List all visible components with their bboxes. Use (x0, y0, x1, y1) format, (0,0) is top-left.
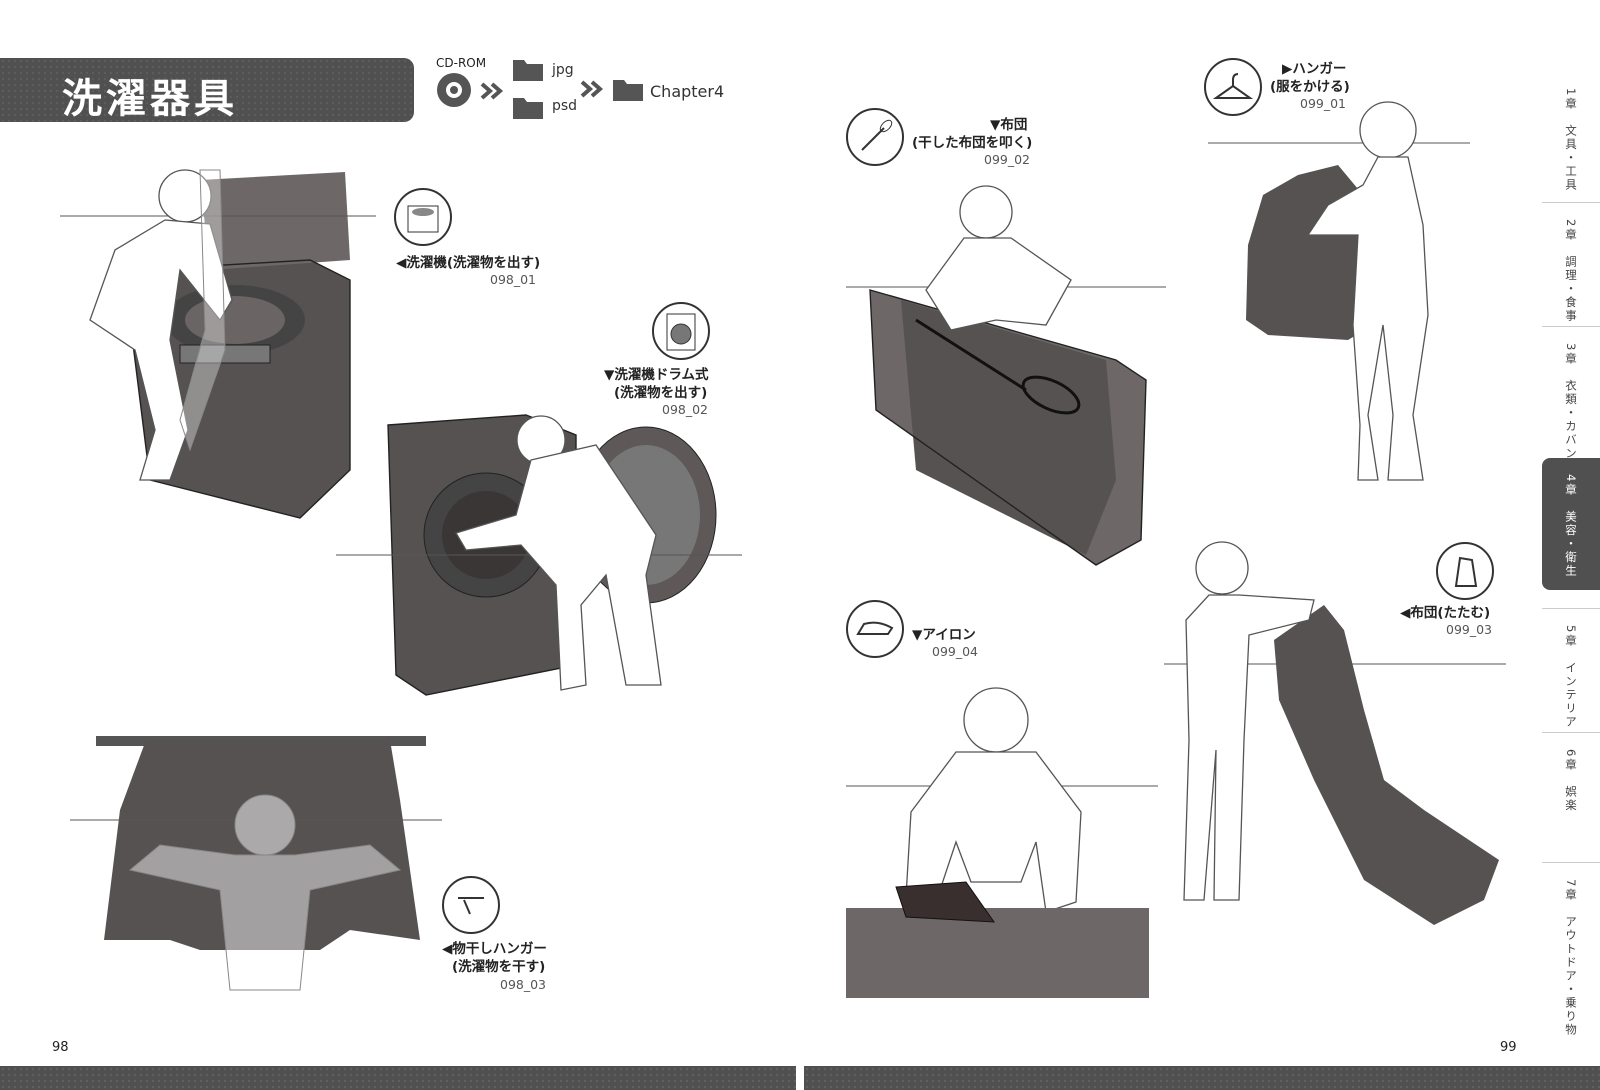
chapter-tab-5[interactable]: 5章 インテリア (1542, 608, 1600, 729)
chapter-num: 7章 (1564, 879, 1578, 902)
page-number-right: 99 (1500, 1040, 1517, 1055)
chapter-tab-4[interactable]: 4章 美容・衛生 (1542, 458, 1600, 590)
caption-futon-fold: ◀布団(たたむ) (1400, 605, 1491, 621)
caption-washer: ◀洗濯機(洗濯物を出す) (396, 255, 541, 271)
chapter-label: インテリア (1564, 661, 1578, 729)
cdrom-label: CD-ROM (436, 56, 487, 70)
folder-icon[interactable] (512, 94, 544, 120)
illustration-drum-washer (336, 414, 742, 696)
caption-hanger-2: (服をかける) (1270, 79, 1350, 95)
code-iron: 099_04 (932, 644, 979, 659)
chapter-num: 6章 (1564, 749, 1578, 772)
illustration-washer (60, 169, 376, 519)
chapter-index: 1章 文具・工具 2章 調理・食事 3章 衣類・カバン 4章 美容・衛生 5章 … (1542, 72, 1600, 1037)
chapter-tab-6[interactable]: 6章 娯楽 (1542, 732, 1600, 847)
caption-futon-beat-1: ▼布団 (990, 117, 1028, 133)
chapter-num: 4章 (1564, 474, 1578, 497)
drum-washer-icon (652, 302, 710, 360)
title-banner: 洗濯器具 (0, 58, 414, 122)
page-gutter (796, 1066, 804, 1090)
illustration-hanger (1208, 101, 1470, 481)
chapter-tab-1[interactable]: 1章 文具・工具 (1542, 72, 1600, 192)
folder-psd-label[interactable]: psd (552, 98, 578, 114)
caption-futon-beat-2: (干した布団を叩く) (912, 135, 1033, 151)
caption-hanger-1: ▶ハンガー (1282, 61, 1347, 77)
chapter-tab-7[interactable]: 7章 アウトドア・乗り物 (1542, 862, 1600, 1037)
drying-hanger-icon (442, 876, 500, 934)
caption-drying-2: (洗濯物を干す) (452, 959, 546, 975)
folder-jpg-label[interactable]: jpg (552, 62, 574, 78)
hanger-icon (1204, 58, 1262, 116)
chapter-num: 3章 (1564, 343, 1578, 366)
caption-iron: ▼アイロン (912, 627, 976, 643)
folder-icon[interactable] (612, 76, 644, 102)
double-chevron-icon (580, 80, 604, 98)
chapter-label: アウトドア・乗り物 (1564, 915, 1578, 1037)
chapter-label: 調理・食事 (1564, 255, 1578, 323)
code-drum-washer: 098_02 (662, 402, 709, 417)
cd-icon (437, 73, 471, 107)
illustration-drying (70, 736, 442, 991)
chapter-tab-3[interactable]: 3章 衣類・カバン (1542, 326, 1600, 460)
page-title: 洗濯器具 (62, 76, 238, 122)
washing-machine-icon (394, 188, 452, 246)
chapter-num: 5章 (1564, 625, 1578, 648)
illustration-futon-fold (1164, 541, 1506, 925)
folder-chapter-label[interactable]: Chapter4 (650, 82, 725, 101)
chapter-tab-2[interactable]: 2章 調理・食事 (1542, 202, 1600, 323)
caption-drying-1: ◀物干しハンガー (442, 941, 547, 957)
code-hanger: 099_01 (1300, 96, 1347, 111)
folder-icon[interactable] (512, 56, 544, 82)
illustration-futon-beat (846, 185, 1166, 566)
chapter-label: 美容・衛生 (1564, 510, 1578, 578)
double-chevron-icon (480, 82, 504, 100)
illustration-iron (846, 687, 1158, 998)
page-number-left: 98 (52, 1040, 69, 1055)
code-futon-beat: 099_02 (984, 152, 1031, 167)
chapter-num: 2章 (1564, 219, 1578, 242)
code-washer: 098_01 (490, 272, 537, 287)
futon-beater-icon (846, 108, 904, 166)
caption-drum-washer-2: (洗濯物を出す) (614, 385, 708, 401)
code-futon-fold: 099_03 (1446, 622, 1493, 637)
chapter-label: 文具・工具 (1564, 124, 1578, 192)
code-drying: 098_03 (500, 977, 547, 992)
iron-icon (846, 600, 904, 658)
folded-futon-icon (1436, 542, 1494, 600)
chapter-label: 衣類・カバン (1564, 379, 1578, 461)
chapter-label: 娯楽 (1564, 785, 1578, 813)
caption-drum-washer-1: ▼洗濯機ドラム式 (604, 367, 709, 383)
chapter-num: 1章 (1564, 88, 1578, 111)
